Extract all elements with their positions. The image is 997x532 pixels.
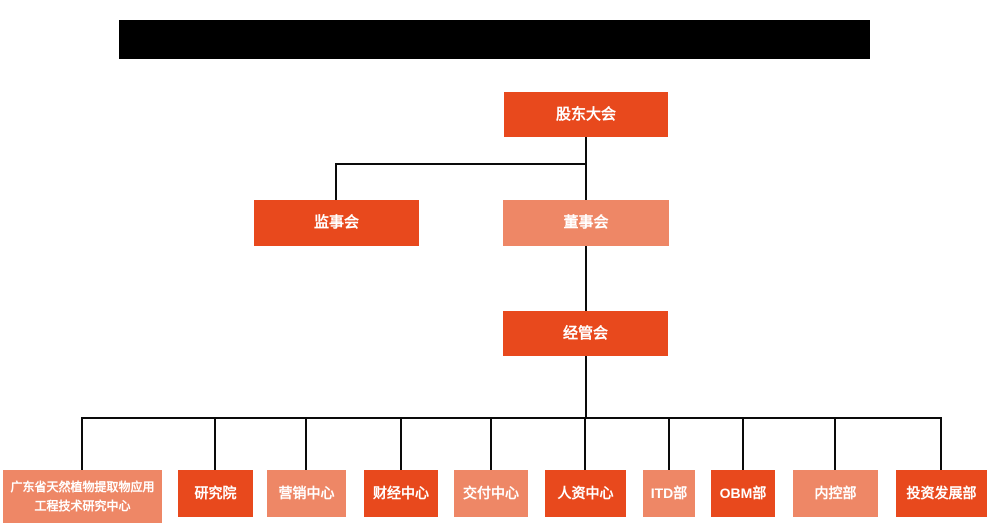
connector-drop-3 — [305, 417, 307, 470]
node-supervisory-board: 监事会 — [254, 200, 419, 246]
connector-drop-9 — [834, 417, 836, 470]
node-board-of-directors: 董事会 — [503, 200, 669, 246]
connector-departments-horizontal — [81, 417, 942, 419]
connector-drop-8 — [742, 417, 744, 470]
connector-drop-4 — [400, 417, 402, 470]
connector-drop-5 — [490, 417, 492, 470]
node-research-institute: 研究院 — [178, 470, 253, 517]
connector-drop-1 — [81, 417, 83, 470]
node-hr-center: 人资中心 — [545, 470, 626, 517]
connector-drop-2 — [214, 417, 216, 470]
connector-root-vertical — [585, 137, 587, 200]
node-delivery-center: 交付中心 — [454, 470, 528, 517]
node-itd-department: ITD部 — [643, 470, 695, 517]
connector-drop-10 — [940, 417, 942, 470]
node-research-center: 广东省天然植物提取物应用工程技术研究中心 — [3, 470, 162, 523]
node-obm-department: OBM部 — [711, 470, 775, 517]
node-investment-development-department: 投资发展部 — [896, 470, 987, 517]
connector-board-to-management — [585, 246, 587, 311]
node-marketing-center: 营销中心 — [267, 470, 346, 517]
node-management-committee: 经管会 — [503, 311, 668, 356]
connector-drop-7 — [668, 417, 670, 470]
connector-supervisory-drop — [335, 163, 337, 200]
connector-management-drop — [585, 356, 587, 417]
connector-level2-horizontal — [335, 163, 587, 165]
node-finance-center: 财经中心 — [364, 470, 438, 517]
node-internal-control-department: 内控部 — [793, 470, 878, 517]
redacted-title-bar — [119, 20, 870, 59]
node-shareholders-meeting: 股东大会 — [504, 92, 668, 137]
connector-drop-6 — [584, 417, 586, 470]
